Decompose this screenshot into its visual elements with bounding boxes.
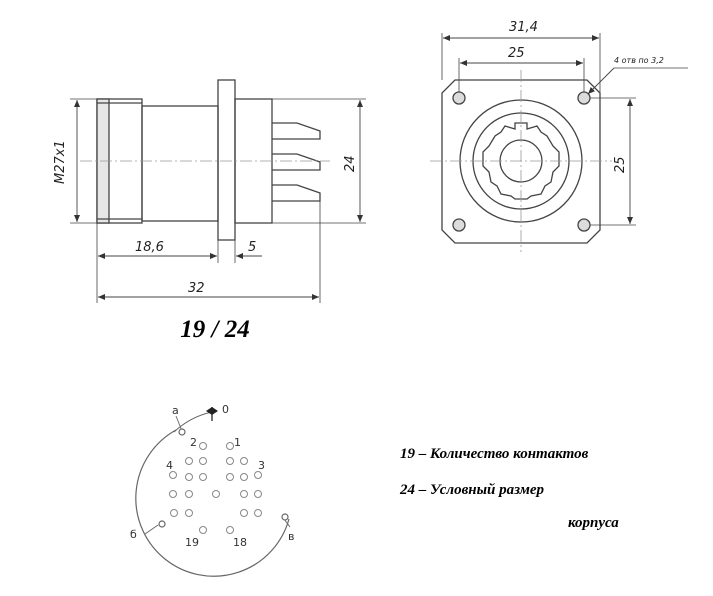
legend-line-size: 24 – Условный размер	[400, 482, 545, 498]
pin-label-19: 19	[185, 536, 199, 549]
front-hole-br	[577, 218, 591, 232]
side-dim-height: 24	[343, 155, 358, 172]
side-dim-front: 18,6	[135, 240, 164, 255]
side-thread-label: M27x1	[53, 140, 68, 184]
pin-label-2: 2	[190, 436, 197, 449]
legend-line-contacts: 19 – Количество контактов	[400, 446, 589, 462]
model-caption: 19 / 24	[180, 316, 250, 343]
key-label: 0	[222, 403, 229, 416]
arc-label-a: а	[172, 404, 179, 417]
front-dim-overall: 31,4	[509, 20, 538, 35]
front-hole-tl	[452, 91, 466, 105]
contact-layout	[135, 407, 291, 577]
side-contact-tails	[272, 122, 321, 202]
side-flange	[217, 79, 236, 241]
pin-label-1: 1	[234, 436, 241, 449]
side-body	[141, 105, 219, 222]
side-dim-flange: 5	[248, 240, 256, 255]
key-marker-icon	[206, 407, 218, 415]
pin-label-18: 18	[233, 536, 247, 549]
layout-outer-arc	[135, 429, 290, 577]
side-view	[70, 79, 366, 303]
pin-label-4: 4	[166, 459, 173, 472]
front-holes-note: 4 отв по 3,2	[614, 56, 664, 65]
arc-label-b: б	[130, 528, 137, 541]
arc-label-v: в	[288, 530, 294, 543]
front-flange	[441, 79, 601, 244]
front-view	[430, 33, 688, 252]
side-dim-total: 32	[188, 281, 205, 296]
front-dim-hole-h: 25	[508, 46, 525, 61]
front-dim-hole-v: 25	[613, 156, 628, 173]
contact-pins	[169, 442, 262, 534]
pin-label-3: 3	[258, 459, 265, 472]
front-hole-bl	[452, 218, 466, 232]
legend-line-housing: корпуса	[568, 515, 619, 531]
